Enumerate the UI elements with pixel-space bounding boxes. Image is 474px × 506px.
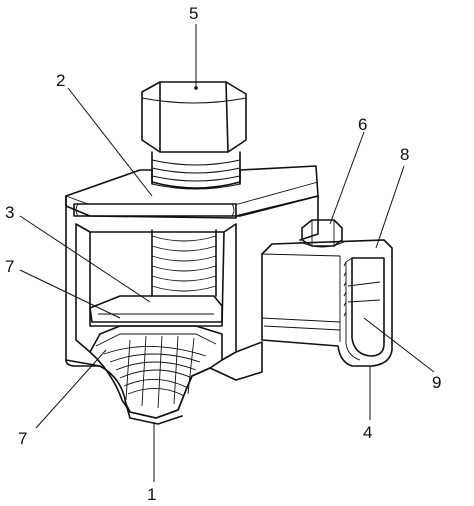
label-5: 5	[189, 4, 198, 23]
leader-lines	[19, 24, 435, 482]
label-7-lower: 7	[18, 429, 27, 448]
label-8: 8	[400, 145, 409, 164]
label-2: 2	[56, 71, 65, 90]
label-3: 3	[5, 203, 14, 222]
side-clamp	[261, 219, 393, 367]
label-1: 1	[147, 485, 156, 504]
label-7-upper: 7	[5, 257, 14, 276]
label-6: 6	[358, 115, 367, 134]
inner-bolt-threads	[89, 229, 223, 323]
label-4: 4	[363, 423, 372, 442]
clamp-body	[65, 165, 319, 425]
label-9: 9	[432, 373, 441, 392]
top-bolt-5	[141, 81, 247, 190]
